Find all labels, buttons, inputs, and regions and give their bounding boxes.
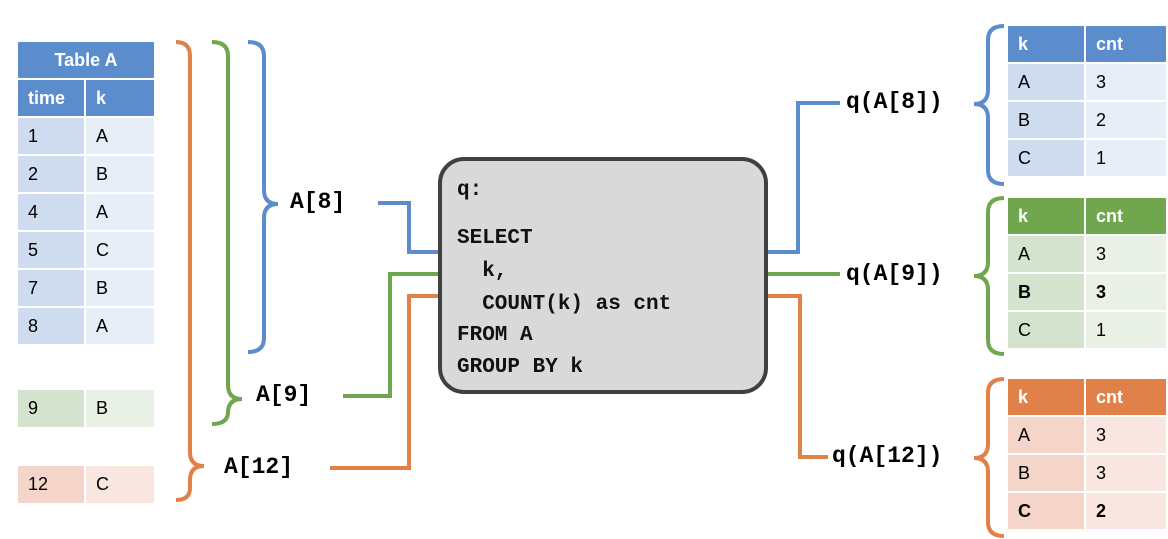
query-line: COUNT(k) as cnt (457, 293, 672, 316)
time-cell: 12 (18, 466, 84, 503)
table-row: 2 B (16, 154, 156, 194)
label-q-a12: q(A[12]) (832, 443, 943, 469)
k-cell: B (1006, 100, 1086, 140)
time-cell: 1 (16, 116, 86, 156)
label-q-a9: q(A[9]) (846, 261, 943, 287)
wire-qa8 (768, 101, 840, 254)
result-table-a8: k cnt A 3 B 2 C 1 (1006, 24, 1168, 178)
table-row-changed: B 3 (1006, 272, 1168, 312)
cnt-cell: 3 (1084, 453, 1168, 493)
query-line: GROUP BY k (457, 356, 584, 379)
time-cell: 2 (16, 154, 86, 194)
brace-a12 (175, 40, 205, 502)
table-row: 5 C (16, 230, 156, 270)
table-row: 7 B (16, 268, 156, 308)
cnt-cell: 2 (1084, 491, 1168, 531)
table-row: C 1 (1006, 310, 1168, 350)
brace-result-a8 (973, 24, 1005, 186)
cnt-cell: 3 (1084, 272, 1168, 312)
table-row: B 2 (1006, 100, 1168, 140)
k-cell: A (1006, 62, 1086, 102)
k-cell: B (1006, 272, 1086, 312)
cnt-cell: 3 (1084, 415, 1168, 455)
brace-result-a12 (973, 377, 1005, 538)
table-a-row-12: 12 C (18, 466, 154, 503)
cnt-cell: 3 (1084, 234, 1168, 274)
k-cell: C (1006, 138, 1086, 178)
wire-a9 (343, 272, 440, 398)
brace-a8 (247, 40, 279, 354)
cnt-cell: 2 (1084, 100, 1168, 140)
table-a-caption: Table A (16, 40, 156, 80)
table-row: A 3 (1006, 415, 1168, 455)
table-a-row-9: 9 B (18, 390, 154, 427)
k-cell: B (84, 154, 156, 194)
header-k: k (1006, 377, 1086, 417)
k-cell: A (84, 192, 156, 232)
table-row: 4 A (16, 192, 156, 232)
query-box: q: SELECT k, COUNT(k) as cnt FROM A GROU… (438, 157, 768, 394)
header-cnt: cnt (1084, 377, 1168, 417)
k-cell: B (84, 268, 156, 308)
header-cnt: cnt (1084, 196, 1168, 236)
k-cell: A (84, 306, 156, 346)
k-cell: A (1006, 234, 1086, 274)
k-cell: B (1006, 453, 1086, 493)
k-cell: C (86, 466, 154, 503)
cnt-cell: 3 (1084, 62, 1168, 102)
brace-a9 (211, 40, 243, 426)
k-cell: C (1006, 491, 1086, 531)
cnt-cell: 1 (1084, 310, 1168, 350)
header-cnt: cnt (1084, 24, 1168, 64)
query-name: q: (457, 179, 483, 202)
table-row: 8 A (16, 306, 156, 346)
time-cell: 5 (16, 230, 86, 270)
k-cell: A (1006, 415, 1086, 455)
label-a8: A[8] (290, 189, 346, 215)
table-row: B 3 (1006, 453, 1168, 493)
wire-a12 (330, 294, 440, 470)
label-a12: A[12] (224, 454, 294, 480)
table-row: A 3 (1006, 234, 1168, 274)
time-cell: 8 (16, 306, 86, 346)
table-a-header-k: k (84, 78, 156, 118)
time-cell: 7 (16, 268, 86, 308)
query-line: k, (457, 260, 508, 283)
query-line: FROM A (457, 324, 533, 347)
k-cell: A (84, 116, 156, 156)
table-row-changed: C 2 (1006, 491, 1168, 531)
header-k: k (1006, 196, 1086, 236)
time-cell: 9 (18, 390, 84, 427)
label-q-a8: q(A[8]) (846, 89, 943, 115)
k-cell: B (86, 390, 154, 427)
result-table-a9: k cnt A 3 B 3 C 1 (1006, 196, 1168, 350)
table-row: 1 A (16, 116, 156, 156)
header-k: k (1006, 24, 1086, 64)
label-a9: A[9] (256, 382, 312, 408)
wire-qa12 (768, 294, 828, 459)
brace-result-a9 (973, 196, 1005, 356)
cnt-cell: 1 (1084, 138, 1168, 178)
k-cell: C (84, 230, 156, 270)
result-table-a12: k cnt A 3 B 3 C 2 (1006, 377, 1168, 531)
table-a-header-time: time (16, 78, 86, 118)
table-a: Table A time k 1 A 2 B 4 A 5 C 7 B 8 A (16, 40, 156, 346)
table-row: A 3 (1006, 62, 1168, 102)
k-cell: C (1006, 310, 1086, 350)
table-row: C 1 (1006, 138, 1168, 178)
time-cell: 4 (16, 192, 86, 232)
query-line: SELECT (457, 227, 533, 250)
wire-a8 (378, 201, 440, 254)
